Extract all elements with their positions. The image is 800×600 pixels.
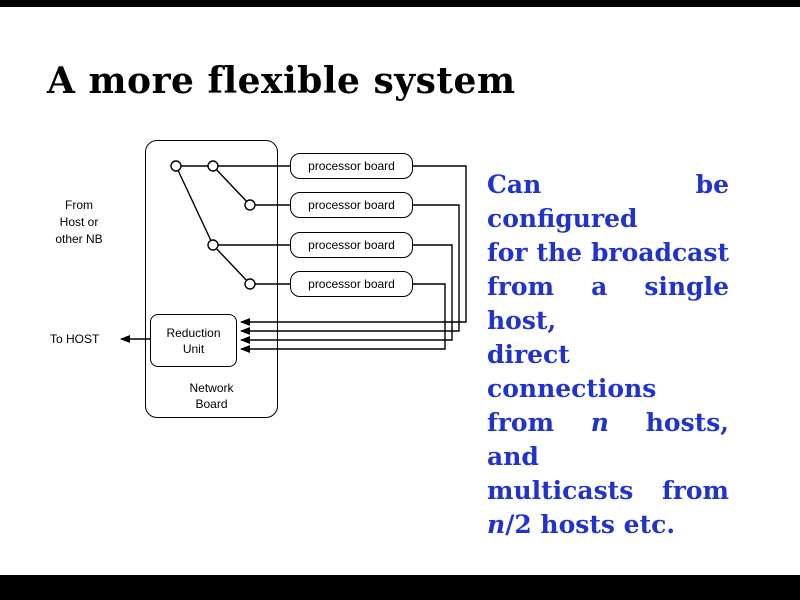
processor-board-4-label: processor board [308, 277, 395, 291]
caption-text-segment: Can be configured [487, 170, 729, 233]
caption-line-5: from n hosts, and [487, 406, 729, 474]
caption-text-segment: for the broadcast [487, 238, 729, 267]
caption-line-2: for the broadcast [487, 236, 729, 270]
processor-board-3: processor board [290, 232, 413, 258]
processor-board-1: processor board [290, 153, 413, 179]
from-host-label-line2: Host or [59, 215, 99, 229]
reduction-unit-label-line2: Unit [182, 341, 205, 356]
from-host-label-line1: From [65, 198, 93, 212]
processor-board-2: processor board [290, 192, 413, 218]
caption-text-segment: hosts, and [487, 408, 729, 471]
caption-line-4: direct connections [487, 338, 729, 406]
reduction-unit-label-line1: Reduction [166, 325, 221, 340]
caption-text-segment: from a single host, [487, 272, 729, 335]
caption-line-6: multicasts from [487, 474, 729, 508]
math-variable-n: n [590, 408, 609, 437]
network-board-label-line1: Network [189, 381, 234, 395]
caption-line-1: Can be configured [487, 168, 729, 236]
caption-line-3: from a single host, [487, 270, 729, 338]
caption-text-segment: /2 hosts etc. [505, 510, 676, 539]
from-host-label: From Host or other NB [40, 197, 118, 248]
network-board-label-line2: Board [195, 397, 228, 411]
network-board-outline [145, 140, 278, 418]
processor-board-3-label: processor board [308, 238, 395, 252]
caption-text-segment: direct connections [487, 340, 657, 403]
letterbox-top [0, 0, 800, 7]
math-variable-n: n [487, 510, 506, 539]
caption-text-segment: multicasts from [487, 476, 729, 505]
reduction-unit-box: Reduction Unit [150, 314, 237, 367]
processor-board-2-label: processor board [308, 198, 395, 212]
caption-text-segment: from [487, 408, 591, 437]
slide-title: A more flexible system [47, 60, 516, 102]
network-board-label: Network Board [145, 380, 278, 412]
caption-text: Can be configured for the broadcast from… [487, 168, 729, 542]
from-host-label-line3: other NB [55, 232, 103, 246]
letterbox-bottom [0, 575, 800, 600]
to-host-label: To HOST [50, 332, 100, 346]
caption-line-7: n/2 hosts etc. [487, 508, 729, 542]
processor-board-1-label: processor board [308, 159, 395, 173]
processor-board-4: processor board [290, 271, 413, 297]
